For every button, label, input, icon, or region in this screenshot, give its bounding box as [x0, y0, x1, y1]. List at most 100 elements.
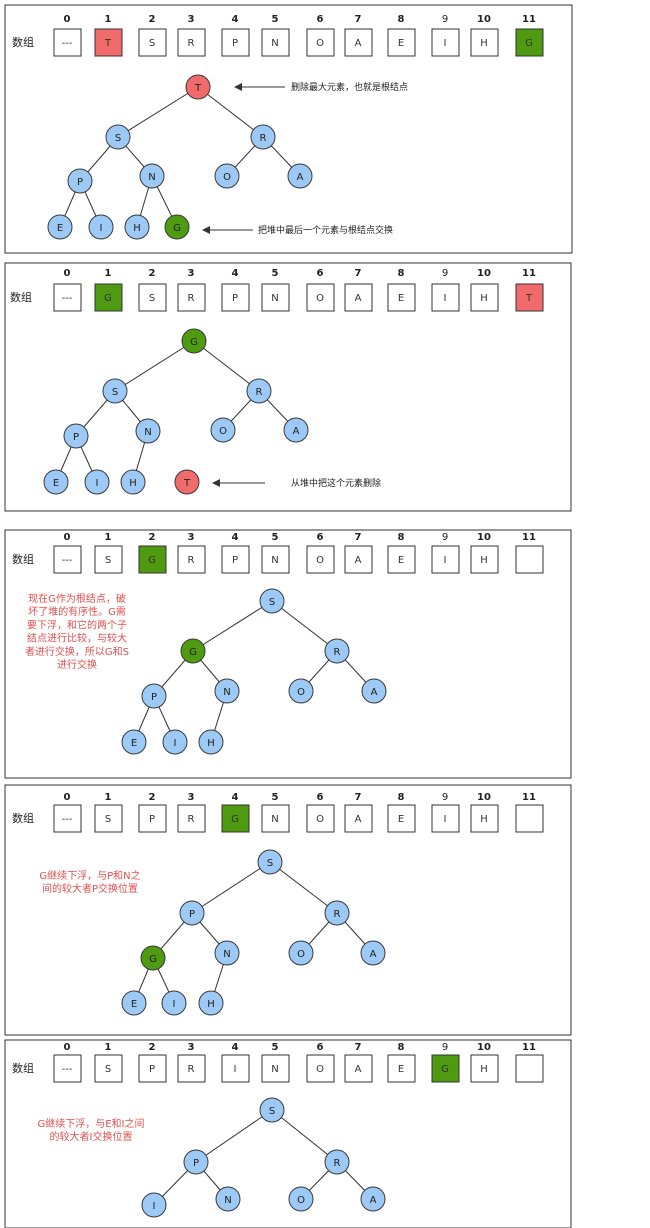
- array-cell: [94, 1054, 123, 1083]
- tree-node-label: A: [370, 949, 377, 960]
- array-cell: [470, 1054, 499, 1083]
- array-cell-value: P: [149, 814, 155, 825]
- step-note-line: 间的较大者P交换位置: [42, 882, 138, 895]
- tree-edge: [271, 1109, 338, 1163]
- tree-edge: [117, 86, 199, 138]
- tree-node: [287, 163, 313, 189]
- tree-edge: [271, 600, 338, 652]
- array-index: 1: [105, 14, 112, 25]
- array-cell: [431, 545, 460, 574]
- array-index: 6: [317, 1042, 324, 1053]
- tree-edge: [197, 86, 264, 138]
- array-cell-value: H: [480, 1064, 488, 1075]
- array-cell-value: R: [188, 38, 195, 49]
- tree-node: [361, 678, 387, 704]
- array-cell: [53, 283, 82, 312]
- array-index: 1: [105, 792, 112, 803]
- tree-node-label: E: [53, 478, 59, 489]
- array-cell-value: G: [525, 38, 533, 49]
- array-cell-value: P: [232, 555, 238, 566]
- array-index: 4: [232, 532, 239, 543]
- tree-node-label: N: [144, 427, 151, 438]
- array-cell-value: S: [149, 293, 155, 304]
- array-cell: [94, 283, 123, 312]
- tree-node: [214, 940, 240, 966]
- tree-node: [84, 469, 110, 495]
- array-cell-value: E: [398, 38, 404, 49]
- array-cell: [53, 1054, 82, 1083]
- array-index: 2: [149, 14, 156, 25]
- array-index: 5: [272, 1042, 279, 1053]
- tree-node: [141, 683, 167, 709]
- array-cell-value: S: [105, 814, 111, 825]
- array-index: 8: [398, 532, 405, 543]
- array-cell-value: E: [398, 293, 404, 304]
- array-cell-value: O: [316, 814, 324, 825]
- tree-node: [47, 214, 73, 240]
- array-index: 0: [64, 14, 71, 25]
- array-cell: [515, 283, 544, 312]
- array-cell: [387, 283, 416, 312]
- array-cell: [138, 804, 167, 833]
- array-index: 5: [272, 268, 279, 279]
- array-cell: [344, 804, 373, 833]
- array-cell-value: ---: [62, 293, 73, 304]
- tree-node: [181, 328, 207, 354]
- array-index: 11: [522, 1042, 536, 1053]
- array-index: 10: [477, 532, 491, 543]
- tree-node-label: P: [77, 177, 83, 188]
- tree-node-label: P: [193, 1158, 199, 1169]
- tree-node-label: S: [267, 858, 273, 869]
- tree-node-label: A: [293, 426, 300, 437]
- tree-node-label: O: [223, 172, 231, 183]
- tree-node: [198, 990, 224, 1016]
- tree-node-label: P: [189, 909, 195, 920]
- array-cell-value: S: [105, 1064, 111, 1075]
- array-cell: [138, 1054, 167, 1083]
- array-cell-value: R: [188, 1064, 195, 1075]
- array-cell-value: A: [355, 1064, 362, 1075]
- tree-node-label: I: [174, 738, 177, 749]
- array-row-label: 数组: [12, 35, 34, 49]
- array-cell-value: ---: [62, 38, 73, 49]
- tree-node-label: S: [112, 387, 118, 398]
- array-cell-value: G: [104, 293, 112, 304]
- panel-frame: [4, 529, 572, 779]
- array-index: 1: [105, 532, 112, 543]
- tree-node-label: P: [73, 432, 79, 443]
- array-cell-value: O: [316, 1064, 324, 1075]
- array-row-label: 数组: [12, 552, 34, 566]
- annotation-text: 从堆中把这个元素删除: [291, 477, 381, 489]
- tree-edge: [114, 340, 195, 392]
- array-index: 9: [442, 14, 448, 25]
- step-note-line: 要下浮，和它的两个子: [27, 618, 127, 631]
- array-index: 8: [398, 14, 405, 25]
- array-cell-value: H: [480, 293, 488, 304]
- array-cell: [306, 1054, 335, 1083]
- tree-node: [324, 638, 350, 664]
- tree-node: [324, 1149, 350, 1175]
- array-row-label: 数组: [12, 811, 34, 825]
- array-cell: [138, 283, 167, 312]
- tree-node-label: G: [190, 337, 198, 348]
- array-index: 9: [442, 268, 448, 279]
- tree-node: [121, 990, 147, 1016]
- tree-node-label: H: [133, 223, 141, 234]
- array-cell: [177, 545, 206, 574]
- tree-node-label: T: [194, 83, 202, 94]
- array-cell: [306, 283, 335, 312]
- array-cell: [177, 283, 206, 312]
- array-index: 10: [477, 1042, 491, 1053]
- tree-node: [67, 168, 93, 194]
- tree-node: [124, 214, 150, 240]
- step-note-line: 进行交换: [57, 658, 97, 671]
- tree-node-label: O: [297, 687, 305, 698]
- tree-node-label: S: [269, 1106, 275, 1117]
- tree-node-label: N: [148, 172, 155, 183]
- tree-node-label: T: [183, 478, 191, 489]
- step-note-line: 者进行交换，所以G和S: [25, 645, 129, 658]
- array-cell: [53, 28, 82, 57]
- tree-node-label: S: [269, 597, 275, 608]
- step-note-line: 现在G作为根结点，破: [28, 592, 126, 605]
